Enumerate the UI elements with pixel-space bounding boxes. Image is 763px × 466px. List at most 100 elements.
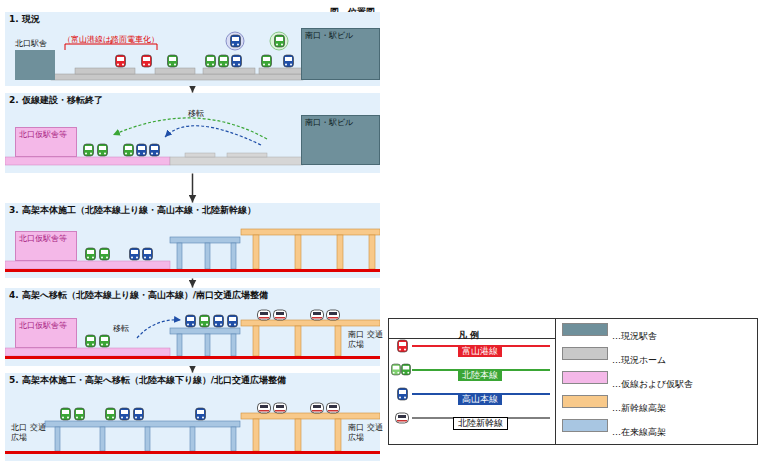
rect-shape — [177, 243, 182, 269]
legend-text: …現況駅舎 — [612, 331, 657, 341]
use-shape — [401, 364, 410, 375]
use-shape — [168, 55, 178, 67]
use-shape — [120, 408, 130, 420]
legend-holder: 高山本線 — [430, 387, 530, 406]
rect-shape — [259, 68, 303, 74]
building-label: 北口駅舎 — [15, 38, 55, 50]
legend-holder: 北陸新幹線 — [430, 411, 530, 430]
rect-shape — [45, 421, 240, 427]
legend-holder: …仮線および仮駅舎 — [612, 372, 693, 391]
path-shape — [113, 118, 267, 139]
use-shape — [262, 55, 272, 67]
legend-text: …新幹線高架 — [612, 403, 666, 413]
label-holder: 凡 例 — [458, 323, 479, 342]
rect-shape — [369, 235, 375, 269]
stage-heading: 2. 仮線建設・移転終了 — [5, 93, 380, 108]
stage-panel: 5. 高架本体施工・高架へ移転（北陸本線下り線）/北口交通広場整備 — [5, 373, 380, 461]
rect-shape — [55, 427, 60, 451]
use-shape — [130, 248, 140, 260]
legend-text: 高山本線 — [458, 394, 502, 405]
rect-shape — [205, 243, 210, 269]
use-shape — [232, 55, 242, 67]
rect-shape — [185, 153, 215, 157]
use-shape — [214, 315, 224, 327]
use-shape — [124, 144, 134, 156]
use-shape — [143, 248, 153, 260]
legend-holder: …現況ホーム — [612, 348, 666, 367]
rect-shape — [241, 320, 380, 326]
legend-swatch — [562, 347, 608, 360]
stage-arrow — [192, 174, 194, 203]
stage-heading: 1. 現況 — [5, 12, 380, 27]
rect-shape — [100, 427, 105, 451]
rect-shape — [5, 348, 170, 356]
building-label: 北口仮駅舎等 — [16, 319, 76, 333]
stage-panel: 2. 仮線建設・移転終了北口仮駅舎等 南口・駅ビル — [5, 93, 380, 173]
rect-shape — [335, 326, 341, 356]
use-shape — [86, 248, 96, 260]
label-holder: 南口 交通広場 — [348, 423, 384, 444]
temporary-building: 北口仮駅舎等 — [15, 318, 77, 348]
rect-shape — [5, 269, 380, 272]
stage-arrow — [192, 367, 194, 373]
rect-shape — [231, 334, 236, 356]
rect-shape — [231, 427, 236, 451]
rect-shape — [5, 356, 380, 359]
legend-text: …現況ホーム — [612, 355, 666, 365]
move-label: 移転 — [113, 324, 129, 334]
rect-shape — [337, 235, 343, 269]
rect-shape — [145, 427, 150, 451]
use-shape — [196, 408, 206, 420]
building-label: 北口仮駅舎等 — [16, 128, 76, 142]
stage-panel: 3. 高架本体施工（北陸本線上り線・高山本線・北陸新幹線）北口仮駅舎等 — [5, 203, 380, 278]
label-holder: 南口 交通広場 — [348, 330, 384, 351]
use-shape — [100, 335, 110, 347]
legend-heading: 凡 例 — [458, 330, 479, 341]
use-shape — [391, 364, 400, 375]
rect-shape — [241, 413, 380, 419]
building-label: 南口・駅ビル — [302, 116, 379, 130]
rect-shape — [5, 451, 380, 454]
temporary-building: 北口仮駅舎等 — [15, 127, 77, 157]
station-building: 北口駅舎 — [15, 38, 55, 80]
move-label: 移転 — [188, 109, 204, 119]
stage-heading: 4. 高架へ移転（北陸本線上り線・高山本線）/南口交通広場整備 — [5, 288, 380, 303]
rect-shape — [231, 243, 236, 269]
use-shape — [284, 55, 294, 67]
use-shape — [231, 35, 241, 47]
use-shape — [327, 403, 340, 413]
legend-holder: 北陸本線 — [430, 363, 530, 382]
use-shape — [327, 310, 340, 320]
use-shape — [84, 144, 94, 156]
use-shape — [150, 144, 160, 156]
station-building: 南口・駅ビル — [301, 115, 380, 165]
rect-shape — [170, 328, 240, 334]
rect-shape — [203, 68, 255, 74]
stage-panel: 4. 高架へ移転（北陸本線上り線・高山本線）/南口交通広場整備北口仮駅舎等 — [5, 288, 380, 366]
use-shape — [86, 335, 96, 347]
rect-shape — [253, 326, 259, 356]
legend-text: 北陸本線 — [458, 370, 502, 381]
legend-holder: …現況駅舎 — [612, 324, 657, 343]
legend-text: 北陸新幹線 — [453, 417, 508, 430]
use-shape — [106, 408, 116, 420]
use-shape — [311, 403, 324, 413]
stage-panel: 1. 現況北口駅舎 南口・駅ビル — [5, 12, 380, 86]
use-shape — [61, 408, 71, 420]
station-building: 南口・駅ビル — [301, 28, 380, 80]
legend-text: …在来線高架 — [612, 427, 666, 437]
rect-shape — [253, 235, 259, 269]
stage-heading: 5. 高架本体施工・高架へ移転（北陸本線下り線）/北口交通広場整備 — [5, 373, 380, 388]
use-shape — [398, 340, 408, 352]
rect-shape — [177, 334, 182, 356]
use-shape — [116, 55, 126, 67]
rect-shape — [5, 261, 170, 269]
legend-swatch — [562, 419, 608, 432]
use-shape — [396, 413, 409, 423]
use-shape — [137, 144, 147, 156]
rect-shape — [295, 419, 301, 451]
rect-shape — [170, 157, 303, 165]
legend-text: …仮線および仮駅舎 — [612, 379, 693, 389]
stage-arrow — [192, 279, 194, 288]
